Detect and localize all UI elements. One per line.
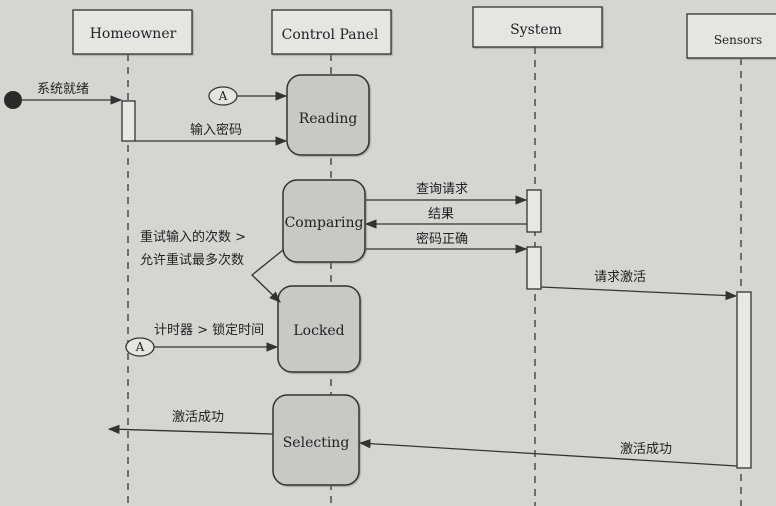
system-activation-2 (526, 246, 542, 290)
connector-a-bottom-label: A (135, 340, 145, 354)
control-panel-header (271, 9, 392, 55)
state-reading-label: Reading (299, 111, 358, 127)
arrow-retry-to-locked (251, 249, 284, 303)
sensors-activation (736, 291, 752, 469)
arrow-sensors-to-selecting (358, 438, 738, 467)
sensors-label: Sensors (714, 33, 762, 47)
msg-activation-success-homeowner: 激活成功 (172, 410, 224, 425)
arrow-selecting-to-homeowner (107, 424, 274, 435)
msg-request-activation: 请求激活 (594, 270, 646, 285)
arrow-request-activation (540, 286, 738, 301)
state-comparing-label: Comparing (285, 215, 364, 231)
state-selecting-label: Selecting (283, 435, 350, 451)
homeowner-activation (121, 100, 136, 142)
homeowner-header (72, 9, 193, 55)
state-reading (286, 74, 370, 156)
initial-node (4, 91, 22, 109)
system-activation-1 (526, 189, 542, 233)
homeowner-label: Homeowner (90, 26, 177, 42)
connector-a-top-label: A (218, 89, 228, 103)
msg-query-request: 查询请求 (416, 182, 468, 197)
msg-system-ready: 系统就绪 (37, 82, 89, 97)
system-header (472, 6, 603, 48)
msg-password-correct: 密码正确 (416, 231, 468, 247)
msg-retry-guard-line2: 允许重试最多次数 (140, 252, 244, 268)
system-label: System (510, 22, 562, 38)
control-panel-label: Control Panel (282, 27, 379, 43)
msg-timer-guard: 计时器 > 锁定时间 (154, 322, 264, 338)
msg-enter-password: 输入密码 (190, 122, 242, 138)
msg-retry-guard-line1: 重试输入的次数 > (140, 229, 246, 245)
msg-result: 结果 (428, 207, 454, 222)
sensors-header (686, 13, 776, 59)
msg-activation-success-sensors: 激活成功 (620, 442, 672, 457)
state-locked (277, 285, 361, 373)
state-locked-label: Locked (293, 323, 344, 339)
